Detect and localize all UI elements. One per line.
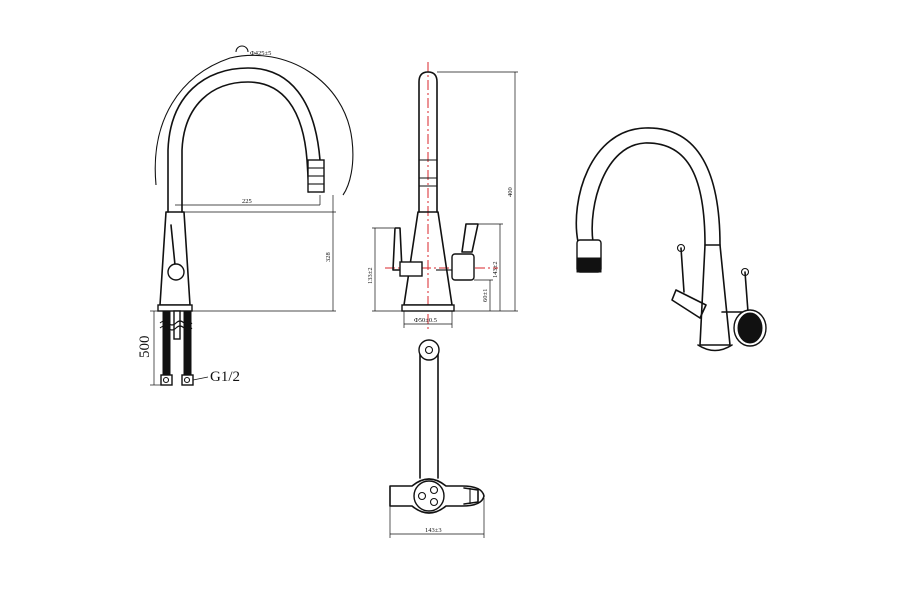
swing-arc — [154, 54, 354, 196]
front-base — [401, 304, 455, 312]
right-handle-stem — [461, 223, 479, 253]
top-spout — [419, 349, 439, 479]
base-plate — [157, 304, 193, 312]
spout-inner — [181, 81, 310, 213]
spout-outer — [167, 67, 323, 213]
persp-base — [697, 344, 733, 352]
top-lever — [463, 487, 479, 505]
left-block — [399, 261, 423, 277]
right-handle-knob — [451, 253, 475, 281]
inlet-3 — [429, 497, 439, 507]
thread-label: G1/2 — [210, 369, 240, 385]
front-spout — [418, 71, 438, 213]
hose-length-label: 500 — [137, 336, 153, 359]
top-body — [389, 478, 485, 514]
side-view: Φ425±5 225 328 — [137, 45, 354, 386]
persp-left-arm — [671, 289, 707, 319]
persp-spout-outer — [575, 127, 721, 246]
arc-radius-label: Φ425±5 — [250, 50, 271, 57]
lever-height-label: 143±2 — [492, 261, 499, 278]
top-view: 143±3 — [389, 339, 485, 538]
height-side-label: 328 — [325, 252, 332, 262]
side-lever — [170, 224, 176, 266]
persp-left-lever — [680, 247, 685, 293]
inlet-2 — [429, 485, 439, 495]
reach-label: 225 — [242, 198, 252, 205]
lever-knob — [167, 263, 185, 281]
front-view: 400 133±2 143±2 60±1 Φ50±0.5 — [367, 62, 518, 330]
fitting-right — [181, 374, 194, 386]
top-spout-tip — [418, 339, 440, 361]
persp-body — [699, 244, 731, 346]
persp-right-lever — [744, 271, 749, 313]
base-diameter-label: Φ50±0.5 — [414, 317, 437, 324]
fitting-left — [160, 374, 173, 386]
handle-height-label: 133±2 — [367, 267, 374, 284]
hose-middle — [173, 310, 181, 340]
hose-right — [183, 310, 192, 377]
body-height-label: 60±1 — [482, 289, 489, 302]
inlet-1 — [417, 491, 427, 501]
persp-spout-inner — [591, 142, 706, 246]
top-width-label: 143±3 — [425, 527, 442, 534]
top-hub — [413, 480, 445, 512]
height-front-label: 400 — [507, 187, 514, 197]
arc-symbol — [235, 45, 249, 53]
perspective-view — [575, 127, 767, 352]
